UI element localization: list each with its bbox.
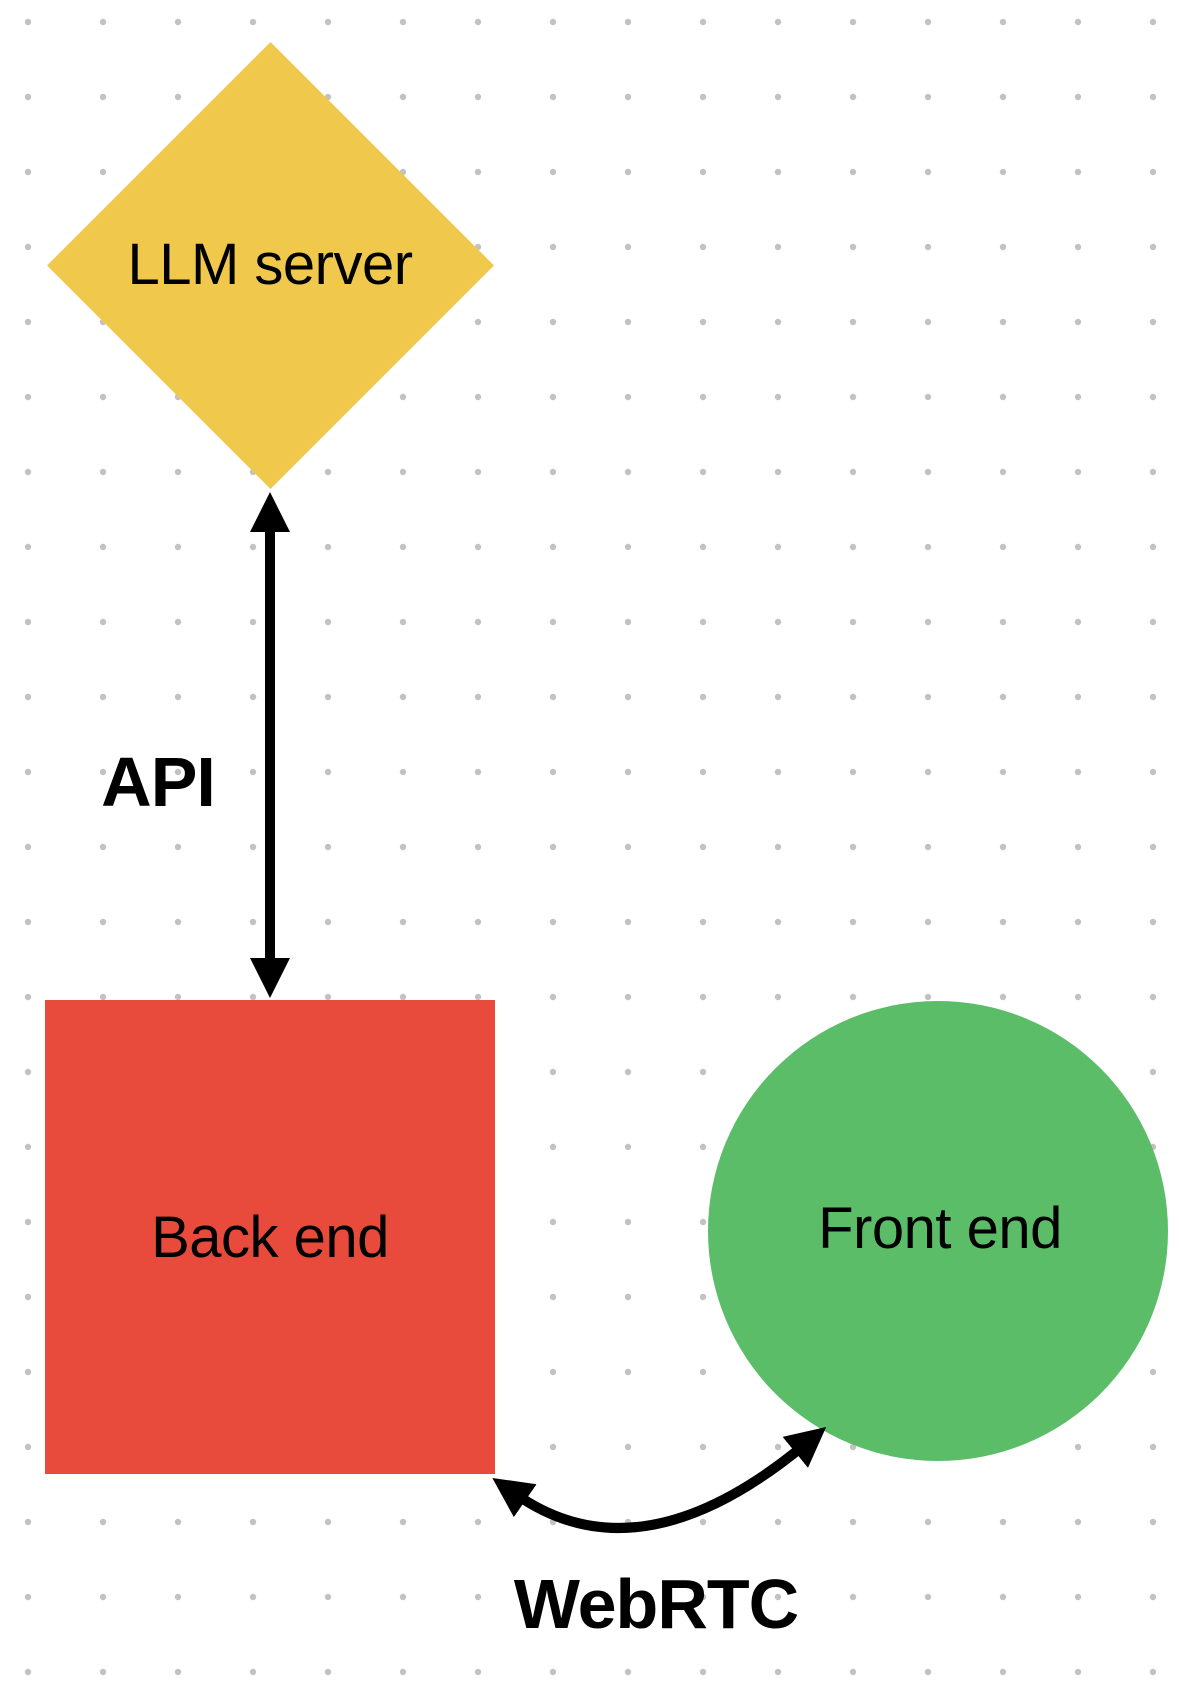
front-end-label: Front end <box>818 1196 1062 1261</box>
llm-server-node[interactable] <box>47 42 494 489</box>
api-arrow-label: API <box>101 743 216 821</box>
llm-server-label: LLM server <box>127 232 413 297</box>
front-end-node[interactable] <box>708 1001 1168 1461</box>
back-end-node[interactable] <box>45 1000 495 1474</box>
webrtc-arrow-label: WebRTC <box>513 1565 799 1643</box>
back-end-label: Back end <box>151 1205 389 1270</box>
webrtc-arrow[interactable] <box>492 1426 827 1533</box>
